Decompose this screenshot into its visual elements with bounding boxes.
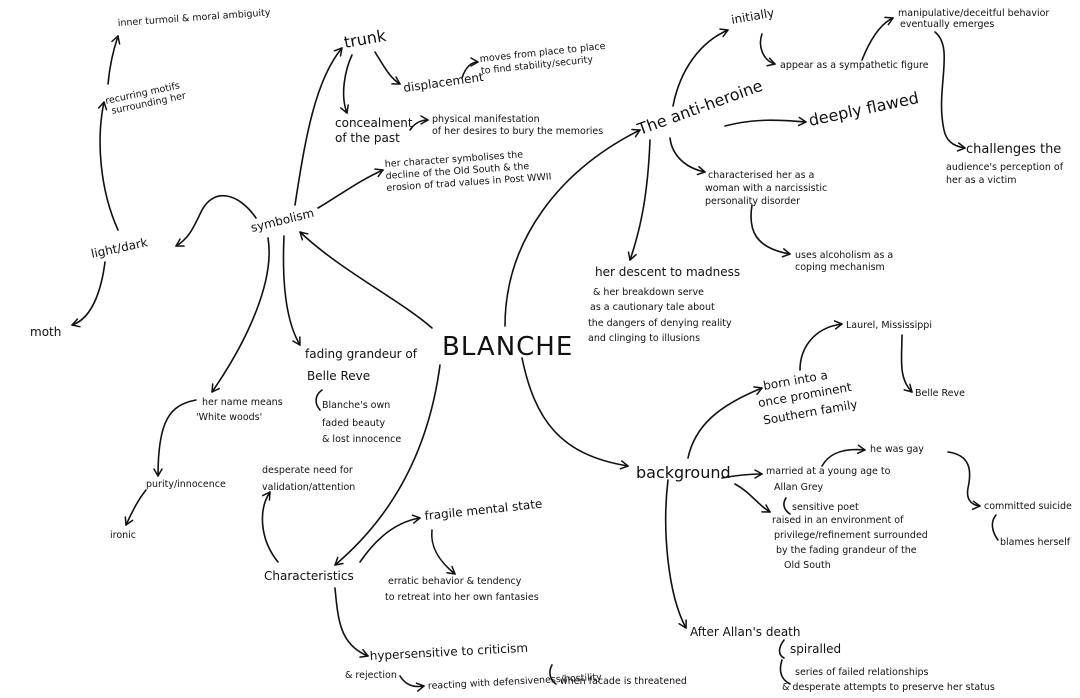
connector-background-raised: [734, 483, 771, 513]
background-label: background: [636, 463, 731, 482]
connector-reacting-facade: [549, 664, 557, 685]
characteristics-label: Characteristics: [264, 569, 354, 583]
connector-laurel-bellereve: [900, 334, 913, 393]
connector-married-gay: [821, 444, 866, 467]
connector-initially-sympathetic: [759, 33, 776, 67]
erratic-note: erratic behavior & tendency to retreat i…: [385, 576, 539, 603]
ironic-label: ironic: [110, 530, 136, 541]
blames-note: blames herself: [1000, 537, 1071, 548]
connector-background-married: [721, 469, 763, 479]
connector-motifs-turmoil: [107, 35, 121, 85]
connector-rejection-reacting: [399, 675, 425, 692]
branch-characteristics: Characteristics desperate need for valid…: [262, 465, 687, 692]
initially-label: initially: [730, 6, 775, 27]
fading-grandeur-label: fading grandeur of Belle Reve: [305, 347, 421, 383]
spiralled-note: spiralled: [790, 642, 841, 656]
connector-antiheroine-initially: [672, 28, 729, 107]
connector-trunk-displacement: [374, 51, 401, 85]
branch-background: background born into a once prominent So…: [636, 320, 1072, 693]
connector-blanche-characteristics: [334, 364, 441, 566]
connector-symbolism-lightdark: [175, 195, 257, 247]
displacement-note: moves from place to place to find stabil…: [479, 41, 610, 77]
connector-antiheroine-descent: [627, 139, 651, 261]
connector-symbolism-oldsouth: [317, 168, 384, 209]
challenges-note: challenges the audience's perception of …: [946, 142, 1066, 186]
connector-symbolism-name: [211, 237, 270, 393]
connector-antiheroine-narcissistic: [669, 137, 706, 176]
connector-married-poet: [783, 497, 791, 515]
connector-trunk-concealment: [339, 54, 353, 114]
narcissistic-note: characterised her as a woman with a narc…: [705, 170, 830, 207]
connector-fading-note: [315, 389, 323, 411]
connector-concealment-note: [409, 115, 429, 131]
trunk-label: trunk: [342, 26, 388, 52]
connector-char-hypersensitive: [334, 587, 369, 658]
deeply-flawed-label: deeply flawed: [807, 88, 920, 130]
belle-reve-label: Belle Reve: [915, 388, 965, 399]
connector-char-desperate: [261, 491, 279, 563]
connector-sympathetic-manipulative: [861, 16, 894, 61]
manipulative-note: manipulative/deceitful behavior eventual…: [898, 8, 1052, 30]
married-note: married at a young age to Allan Grey: [766, 466, 893, 493]
inner-turmoil-note: inner turmoil & moral ambiguity: [117, 7, 271, 29]
sympathetic-note: appear as a sympathetic figure: [780, 60, 929, 71]
connector-antiheroine-flawed: [724, 116, 807, 127]
raised-note: raised in an environment of privilege/re…: [772, 515, 931, 571]
concealment-note: physical manifestation of her desires to…: [432, 114, 603, 137]
connector-displacement-note: [461, 57, 479, 79]
connector-char-fragile: [359, 514, 421, 563]
connector-after-spiralled: [778, 639, 785, 659]
connector-lightdark-motifs: [97, 101, 119, 231]
desperate-need-note: desperate need for validation/attention: [262, 465, 356, 493]
connectors: [71, 16, 999, 692]
connector-gay-suicide: [947, 451, 981, 511]
rejection-note: & rejection: [345, 670, 397, 681]
central-node-blanche: BLANCHE: [442, 332, 573, 362]
connector-purity-ironic: [124, 489, 147, 526]
connector-born-laurel: [799, 320, 843, 371]
connector-lightdark-moth: [71, 261, 106, 328]
fragile-note: fragile mental state: [424, 497, 543, 523]
fading-note: Blanche's own faded beauty & lost innoce…: [322, 400, 401, 445]
displacement-label: displacement: [402, 70, 484, 95]
anti-heroine-label: The anti-heroine: [634, 76, 765, 139]
suicide-note: committed suicide: [984, 501, 1072, 512]
connector-background-after: [664, 479, 687, 629]
connector-manipulative-challenges: [934, 31, 966, 152]
light-dark-label: light/dark: [90, 235, 149, 261]
connector-symbolism-trunk: [294, 47, 343, 206]
recurring-motifs-note: recurring motifs surrounding her: [104, 80, 187, 118]
connector-name-purity: [153, 399, 197, 477]
he-was-gay-note: he was gay: [870, 444, 924, 455]
connector-fragile-erratic: [430, 529, 456, 575]
concealment-label: concealment of the past: [335, 116, 416, 145]
moth-label: moth: [30, 325, 61, 339]
descent-note: her descent to madness & her breakdown s…: [588, 265, 743, 344]
facade-note: when facade is threatened: [560, 676, 687, 687]
hypersensitive-note: hypersensitive to criticism: [369, 641, 528, 663]
laurel-label: Laurel, Mississippi: [846, 320, 932, 331]
branch-anti-heroine: The anti-heroine initially appear as a s…: [588, 6, 1066, 344]
sensitive-poet-note: sensitive poet: [792, 502, 859, 513]
connector-suicide-blames: [991, 514, 999, 541]
alcoholism-note: uses alcoholism as a coping mechanism: [795, 250, 896, 273]
connector-background-born: [687, 386, 763, 459]
born-note: born into a once prominent Southern fami…: [754, 363, 859, 427]
failed-relationships-note: series of failed relationships & despera…: [782, 667, 995, 693]
purity-label: purity/innocence: [146, 479, 226, 490]
connector-blanche-symbolism: [299, 231, 433, 329]
connector-narcissistic-alcoholism: [750, 204, 791, 258]
symbolism-label: symbolism: [249, 206, 315, 235]
connector-blanche-antiheroine: [504, 128, 641, 327]
connector-symbolism-fading: [282, 235, 301, 346]
old-south-note: her character symbolises the decline of …: [384, 147, 551, 193]
connector-blanche-background: [521, 357, 629, 470]
after-allan-label: After Allan's death: [690, 625, 801, 639]
name-means-note: her name means 'White woods': [196, 397, 286, 423]
connector-spiralled-failed: [779, 659, 791, 685]
